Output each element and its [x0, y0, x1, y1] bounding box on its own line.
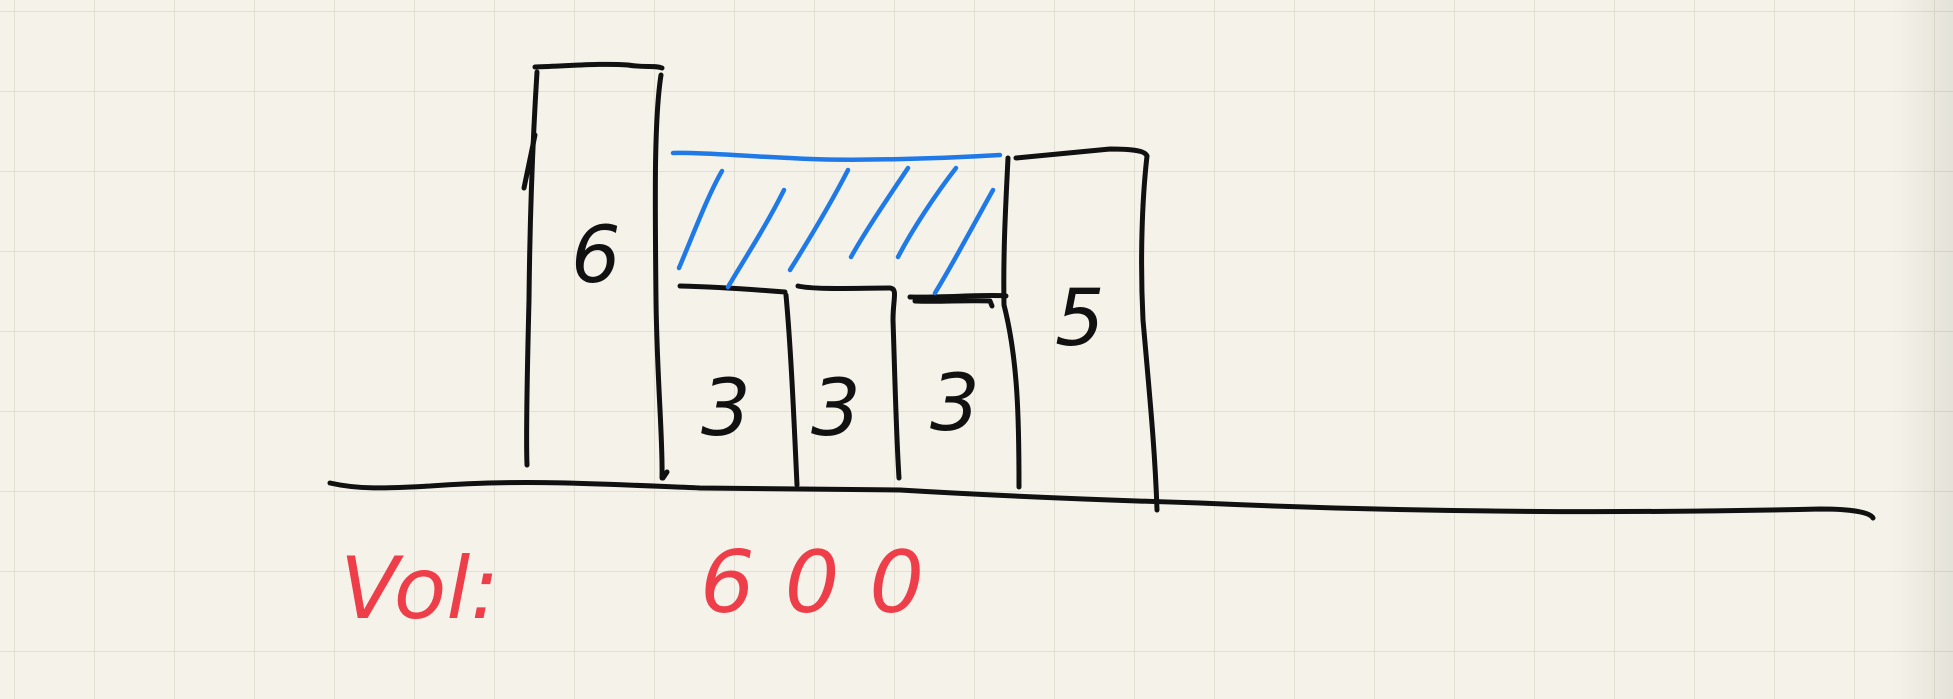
volume-value: 600	[700, 533, 954, 633]
bar-middle-1	[677, 283, 800, 488]
trapped-water-hatch	[670, 150, 1003, 296]
bar-left-wall	[521, 61, 670, 481]
bar-middle-2	[795, 283, 902, 481]
bar-middle-3	[907, 155, 1022, 490]
label-height-6: 6	[571, 211, 621, 301]
label-height-3c: 3	[930, 359, 980, 449]
label-height-3b: 3	[811, 364, 861, 454]
volume-label: Vol:	[340, 539, 499, 639]
label-height-5: 5	[1055, 274, 1105, 364]
ground-line	[327, 480, 1876, 521]
label-height-3a: 3	[701, 364, 751, 454]
page-edge-shadow	[1893, 0, 1953, 699]
bar-right-wall	[1013, 146, 1160, 513]
